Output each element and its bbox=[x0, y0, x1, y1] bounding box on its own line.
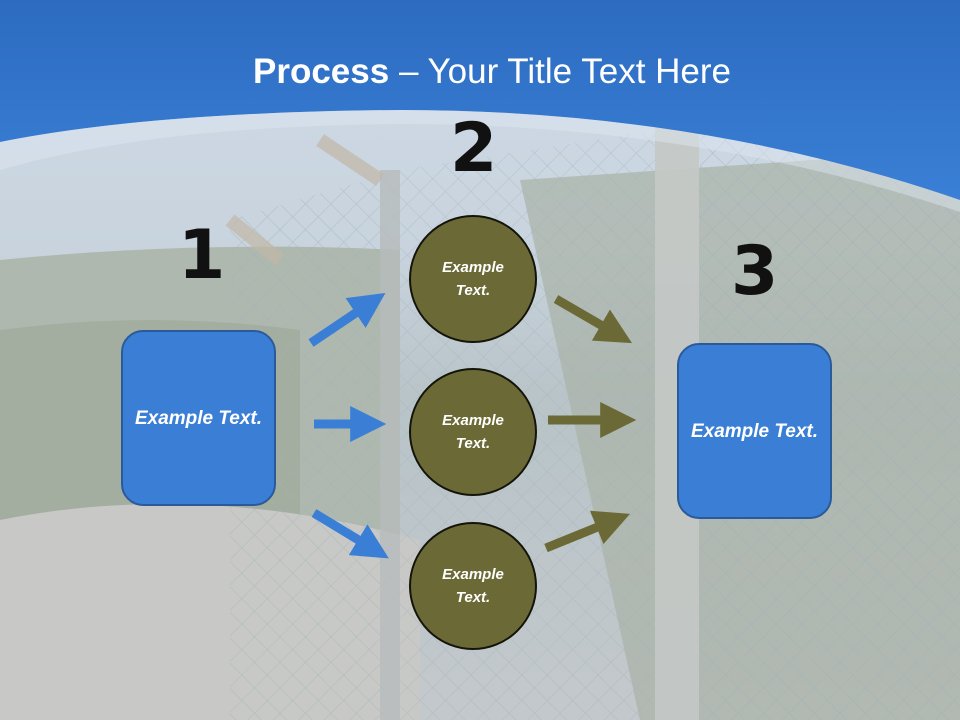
step-number-2: 2 bbox=[450, 109, 498, 188]
circle-bottom: Example Text. bbox=[409, 522, 537, 650]
right-box-label: Example Text. bbox=[690, 420, 819, 442]
step-number-1: 1 bbox=[178, 216, 226, 295]
title-rest: – Your Title Text Here bbox=[389, 52, 731, 91]
circle-top: Example Text. bbox=[409, 215, 537, 343]
right-box: Example Text. bbox=[677, 343, 832, 519]
circle-bottom-label: Example Text. bbox=[442, 566, 504, 606]
left-box: Example Text. bbox=[121, 330, 276, 506]
slide-title: Process – Your Title Text Here bbox=[0, 52, 960, 92]
title-bold: Process bbox=[253, 52, 390, 91]
circle-top-label: Example Text. bbox=[442, 259, 504, 299]
circle-middle-label: Example Text. bbox=[442, 412, 504, 452]
circle-middle: Example Text. bbox=[409, 368, 537, 496]
step-number-3: 3 bbox=[731, 232, 779, 311]
left-box-label: Example Text. bbox=[134, 407, 263, 429]
